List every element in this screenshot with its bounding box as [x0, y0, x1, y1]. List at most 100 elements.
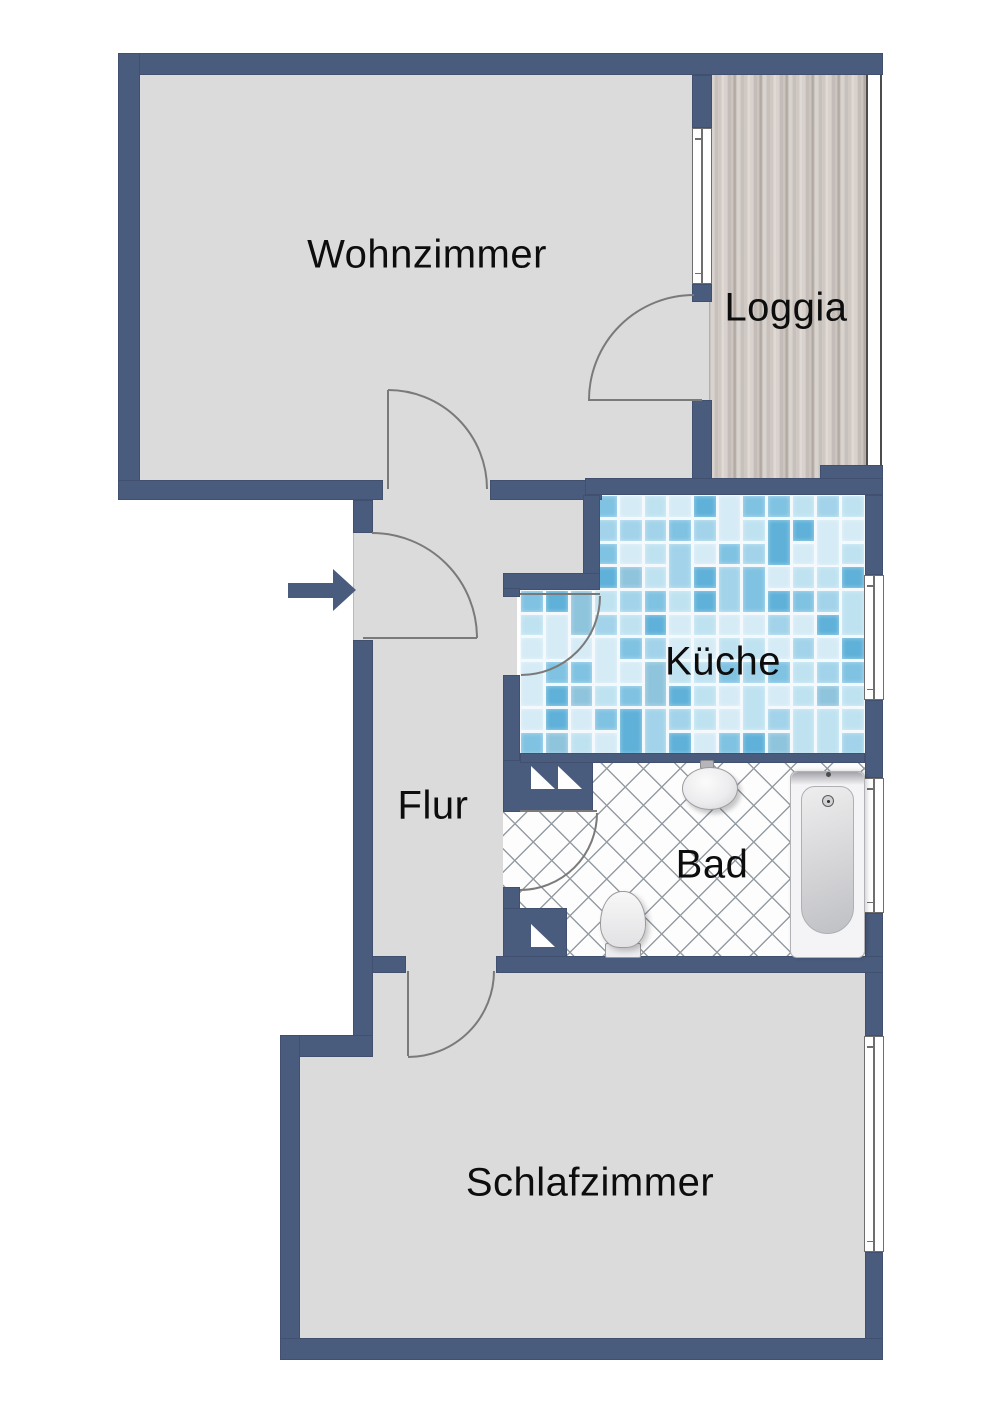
mosaic-tile [521, 709, 544, 730]
mosaic-tile [718, 567, 741, 612]
mosaic-tile [792, 543, 815, 565]
wall [503, 573, 600, 590]
wall [820, 465, 883, 480]
wall [118, 53, 140, 500]
mosaic-tile [521, 590, 544, 612]
window-glass-line [873, 1037, 875, 1251]
mosaic-tile [767, 661, 790, 683]
mosaic-tile [792, 496, 815, 518]
mosaic-tile [521, 732, 544, 754]
mosaic-tile [817, 661, 839, 683]
mosaic-tile [595, 638, 618, 683]
mosaic-tile [743, 638, 765, 659]
mosaic-tile [595, 614, 618, 636]
mosaic-tile [620, 614, 642, 636]
mosaic-tile [718, 496, 741, 541]
mosaic-tile [620, 685, 642, 707]
mosaic-tile [693, 590, 716, 612]
mosaic-tile [817, 520, 839, 565]
mosaic-tile [841, 661, 864, 683]
mosaic-tile [693, 732, 716, 754]
window-bad [864, 778, 884, 913]
mosaic-tile [669, 661, 692, 683]
mosaic-tile [792, 638, 815, 659]
loggia-railing [866, 75, 882, 467]
mosaic-tile [743, 567, 765, 612]
mosaic-tile [841, 520, 864, 541]
shaft-symbol [558, 766, 582, 789]
mosaic-tile [841, 638, 864, 659]
mosaic-tile [644, 567, 667, 589]
mosaic-tile [841, 567, 864, 589]
mosaic-tile [693, 496, 716, 518]
wall [865, 913, 883, 1036]
entrance-arrow-icon [288, 583, 333, 598]
room-label-loggia: Loggia [724, 285, 848, 330]
mosaic-tile [817, 496, 839, 518]
bathtub-faucet [822, 795, 834, 807]
mosaic-tile [767, 520, 790, 565]
room-label-wohnzimmer: Wohnzimmer [307, 232, 547, 277]
mosaic-tile [767, 709, 790, 730]
mosaic-tile [644, 520, 667, 541]
mosaic-tile [718, 543, 741, 565]
wall [503, 588, 520, 597]
wall [503, 887, 520, 910]
room-label-schlafzimmer: Schlafzimmer [465, 1160, 715, 1205]
wall [585, 478, 883, 495]
mosaic-tile [743, 496, 765, 518]
mosaic-tile [595, 709, 618, 730]
mosaic-tile [767, 496, 790, 518]
wall [496, 956, 883, 973]
mosaic-tile [718, 709, 741, 730]
window-schlafzimmer [864, 1036, 884, 1252]
mosaic-tile [792, 685, 815, 707]
door-entrance [363, 532, 478, 639]
mosaic-tile [669, 709, 692, 730]
mosaic-tile [669, 520, 692, 541]
shaft-symbols [531, 766, 582, 947]
wall [692, 400, 712, 483]
mosaic-tile [546, 661, 568, 683]
window-wohnzimmer-loggia [692, 128, 712, 284]
mosaic-tile [620, 520, 642, 541]
mosaic-tile [595, 520, 618, 541]
window-frame-tick [867, 688, 874, 690]
room-label-flur: Flur [397, 783, 469, 828]
wall [692, 75, 712, 128]
wall [865, 700, 883, 778]
mosaic-tile [817, 685, 839, 707]
bathtub-overflow-dot [826, 772, 831, 777]
mosaic-tile [767, 685, 790, 707]
window-glass-line [873, 779, 875, 912]
window-frame-tick [867, 1046, 874, 1048]
wall [280, 1035, 373, 1057]
wall [692, 284, 712, 302]
mosaic-tile [718, 732, 741, 754]
toilet [600, 891, 646, 948]
mosaic-tile [841, 709, 864, 730]
mosaic-tile [792, 590, 815, 612]
wall [865, 495, 883, 575]
wall [865, 1252, 883, 1358]
window-frame-tick [867, 1240, 874, 1242]
mosaic-tile [669, 732, 692, 754]
mosaic-tile [841, 590, 864, 636]
bathtub-basin [801, 786, 854, 934]
entrance-arrow-head [333, 569, 356, 611]
mosaic-tile [841, 685, 864, 707]
wall [280, 1338, 883, 1360]
loggia-wood-deck [709, 75, 866, 478]
mosaic-tile [570, 661, 593, 683]
mosaic-tile [644, 590, 667, 612]
window-frame-tick [867, 585, 874, 587]
mosaic-tile [743, 520, 765, 541]
mosaic-tile [767, 732, 790, 754]
mosaic-tile [546, 709, 568, 730]
mosaic-tile [669, 543, 692, 589]
mosaic-tile [767, 614, 790, 636]
mosaic-tile [693, 567, 716, 589]
window-frame-tick [695, 138, 702, 140]
mosaic-tile [644, 496, 667, 518]
